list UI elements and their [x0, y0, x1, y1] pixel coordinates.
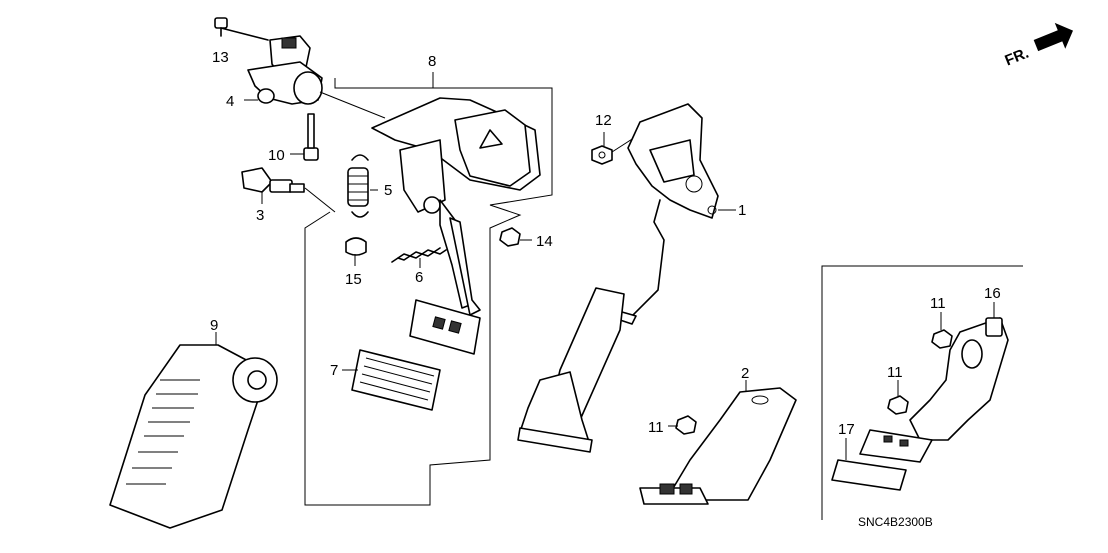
pad-17	[831, 429, 933, 491]
callout-7: 7	[330, 362, 338, 379]
callout-6: 6	[415, 269, 423, 286]
pedal-floor-pad-9	[109, 332, 278, 529]
brake-pedal-group-outline	[304, 72, 553, 506]
return-spring-5	[347, 154, 378, 218]
callout-8: 8	[428, 53, 436, 70]
accelerator-pedal-1	[517, 103, 736, 453]
drawing-code: SNC4B2300B	[858, 515, 933, 529]
stop-switch-3	[241, 167, 336, 213]
front-direction-indicator: FR.	[1003, 22, 1074, 70]
callout-15: 15	[345, 271, 362, 288]
callout-17: 17	[838, 421, 855, 438]
callout-1: 1	[738, 202, 746, 219]
callout-9: 9	[210, 317, 218, 334]
callout-12: 12	[595, 112, 612, 129]
callout-11-upper: 11	[930, 295, 946, 312]
bracket-2	[639, 380, 797, 505]
bolt-13	[214, 17, 269, 41]
bolt-10	[290, 113, 319, 161]
callout-14: 14	[536, 233, 553, 250]
nut-11-lower	[887, 380, 909, 415]
pedal-spring-6	[391, 247, 447, 268]
stop-switch-bracket-4	[244, 35, 386, 119]
callout-2: 2	[741, 365, 749, 382]
bolt-11-middle	[668, 415, 697, 435]
direction-label: FR.	[1003, 45, 1032, 70]
callout-11-lower: 11	[887, 364, 903, 381]
callouts: 13 4 8 10 5 3 15 6 7 9 14 12 1 2 11 11 1…	[210, 49, 1001, 438]
callout-3: 3	[256, 207, 264, 224]
front-arrow-icon	[1033, 22, 1074, 52]
callout-4: 4	[226, 93, 234, 110]
nut-11-upper	[931, 312, 953, 349]
callout-5: 5	[384, 182, 392, 199]
callout-13: 13	[212, 49, 229, 66]
brake-pedal-bracket-8	[371, 97, 541, 316]
bracket-16	[909, 302, 1009, 441]
nut-14	[499, 227, 532, 247]
cushion-15	[345, 237, 367, 266]
callout-11-middle: 11	[648, 419, 664, 436]
pedal-pad-cover-7	[342, 349, 441, 411]
inset-frame	[821, 265, 1023, 520]
brake-pedal-pad-upper	[409, 299, 481, 355]
callout-10: 10	[268, 147, 285, 164]
callout-16: 16	[984, 285, 1001, 302]
